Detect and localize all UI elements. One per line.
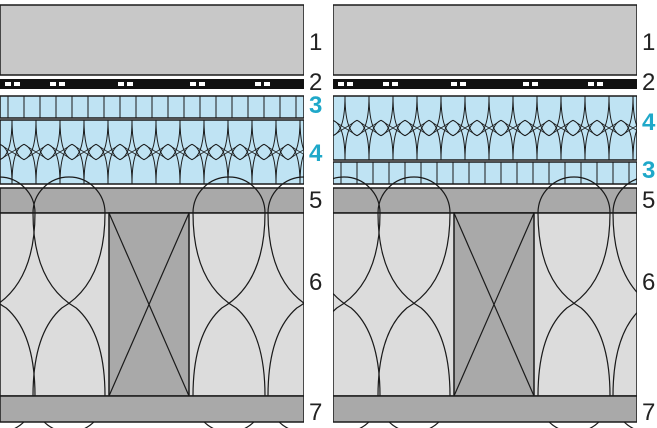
membrane-mark [59, 82, 65, 86]
left-label-2: 2 [309, 69, 322, 96]
insulation-curve [299, 119, 304, 152]
membrane-layer-left [0, 79, 304, 89]
rigid-insulation-layer-right [333, 161, 637, 185]
wool-curve [333, 176, 381, 214]
left-label-7: 7 [309, 399, 322, 426]
wool-curve [537, 212, 611, 397]
flexible-insulation-layer-left [0, 119, 304, 185]
board-layer-right [333, 187, 637, 214]
left-label-4: 4 [309, 140, 323, 167]
right-label-6: 6 [642, 269, 655, 296]
ceiling-layer-left [0, 395, 304, 423]
top-cover-layer-left [0, 4, 304, 76]
right-label-2: 2 [642, 69, 655, 96]
wool-curve [32, 176, 106, 214]
ceiling-layer-right [333, 395, 637, 423]
wool-curve [377, 212, 451, 397]
timber-beam-right [453, 212, 535, 397]
membrane-mark [264, 82, 270, 86]
left-label-3: 3 [309, 92, 322, 119]
wool-curve [0, 176, 36, 214]
membrane-mark [532, 82, 538, 86]
membrane-mark [597, 82, 603, 86]
membrane-mark [14, 82, 20, 86]
left-section-panel [0, 4, 304, 428]
insulation-curve [0, 119, 13, 161]
insulation-curve [620, 119, 637, 132]
insulation-curve [287, 143, 304, 156]
wool-curve [333, 212, 381, 397]
membrane-mark [392, 82, 398, 86]
membrane-mark [460, 82, 466, 86]
wool-curve [612, 212, 637, 397]
board-layer-left [0, 187, 304, 214]
beam-cross-line [453, 212, 535, 397]
membrane-mark [347, 82, 353, 86]
left-label-6: 6 [309, 269, 322, 296]
wool-curve [377, 176, 451, 214]
membrane-mark [523, 82, 529, 86]
membrane-mark [383, 82, 389, 86]
wool-curve [537, 176, 611, 214]
membrane-mark [190, 82, 196, 86]
insulation-curve [0, 143, 13, 185]
insulation-curve [299, 152, 304, 185]
wool-curve [267, 212, 304, 397]
left-label-5: 5 [309, 187, 322, 214]
membrane-mark [5, 82, 11, 86]
membrane-mark [50, 82, 56, 86]
flexible-insulation-layer-right [333, 95, 637, 161]
right-label-4: 4 [642, 109, 656, 136]
wool-curve [267, 176, 304, 214]
membrane-mark [255, 82, 261, 86]
right-label-1: 1 [642, 29, 655, 56]
insulation-curve [632, 95, 637, 128]
right-label-7: 7 [642, 399, 655, 426]
membrane-mark [127, 82, 133, 86]
membrane-mark [338, 82, 344, 86]
wool-curve [192, 176, 266, 214]
right-label-3: 3 [642, 157, 655, 184]
left-label-1: 1 [309, 29, 322, 56]
right-section-panel [333, 4, 637, 428]
insulation-curve [333, 95, 346, 137]
beam-cross-line [108, 212, 190, 397]
timber-beam-left [108, 212, 190, 397]
wool-curve [0, 212, 36, 397]
membrane-layer-right [333, 79, 637, 89]
rigid-insulation-layer-left [0, 95, 304, 119]
membrane-mark [118, 82, 124, 86]
membrane-mark [588, 82, 594, 86]
right-label-5: 5 [642, 187, 655, 214]
membrane-mark [451, 82, 457, 86]
wool-curve [612, 178, 637, 214]
wool-curve [192, 212, 266, 397]
membrane-mark [199, 82, 205, 86]
insulation-curve [632, 128, 637, 161]
top-cover-layer-right [333, 4, 637, 76]
insulation-curve [333, 119, 346, 161]
wool-curve [32, 212, 106, 397]
